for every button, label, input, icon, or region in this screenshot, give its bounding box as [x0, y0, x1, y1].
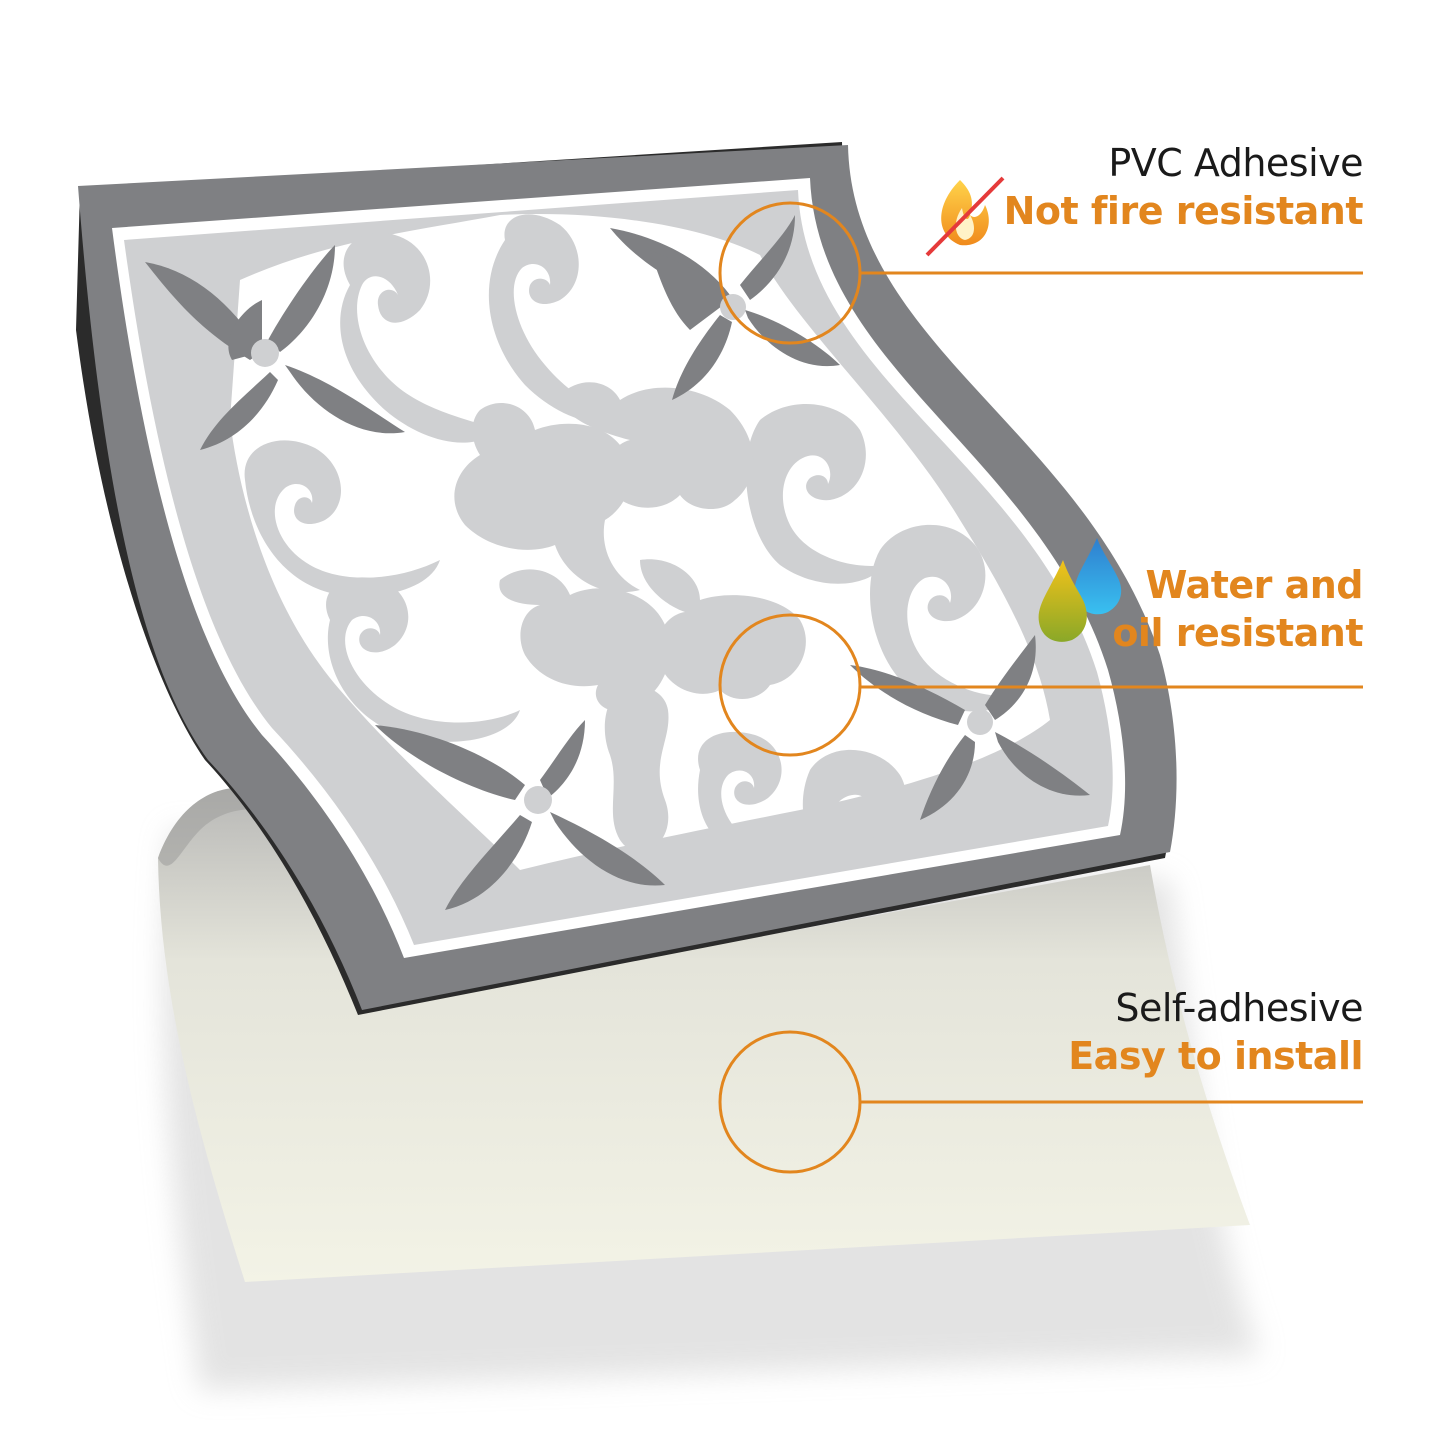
flower-bottom-left	[375, 720, 665, 910]
callout-circle-water	[718, 613, 862, 757]
feature-pvc: PVC Adhesive Not fire resistant	[1003, 140, 1364, 235]
feature-self-adhesive-title: Self-adhesive	[1115, 986, 1363, 1030]
flower-top-right	[610, 215, 840, 400]
flower-top-left	[145, 245, 405, 450]
feature-water-subtitle-line-2: oil resistant	[1112, 610, 1363, 655]
no-fire-icon	[925, 176, 1005, 257]
feature-self-adhesive-subtitle: Easy to install	[1068, 1033, 1363, 1078]
feature-water-subtitle-line-1: Water and	[1145, 563, 1363, 607]
backing-sheet	[158, 788, 1250, 1282]
feature-pvc-title: PVC Adhesive	[1108, 141, 1363, 185]
tile-flowers	[145, 215, 1090, 910]
flower-bottom-right	[850, 635, 1090, 820]
tile-scrolls	[244, 214, 1015, 863]
tile-center	[230, 214, 1050, 871]
feature-self-adhesive: Self-adhesive Easy to install	[1068, 985, 1363, 1080]
water-oil-drops-icon	[1038, 538, 1122, 642]
callouts	[718, 201, 1363, 1174]
feature-pvc-subtitle: Not fire resistant	[1003, 188, 1364, 233]
feature-water: Water and oil resistant	[1112, 562, 1363, 657]
